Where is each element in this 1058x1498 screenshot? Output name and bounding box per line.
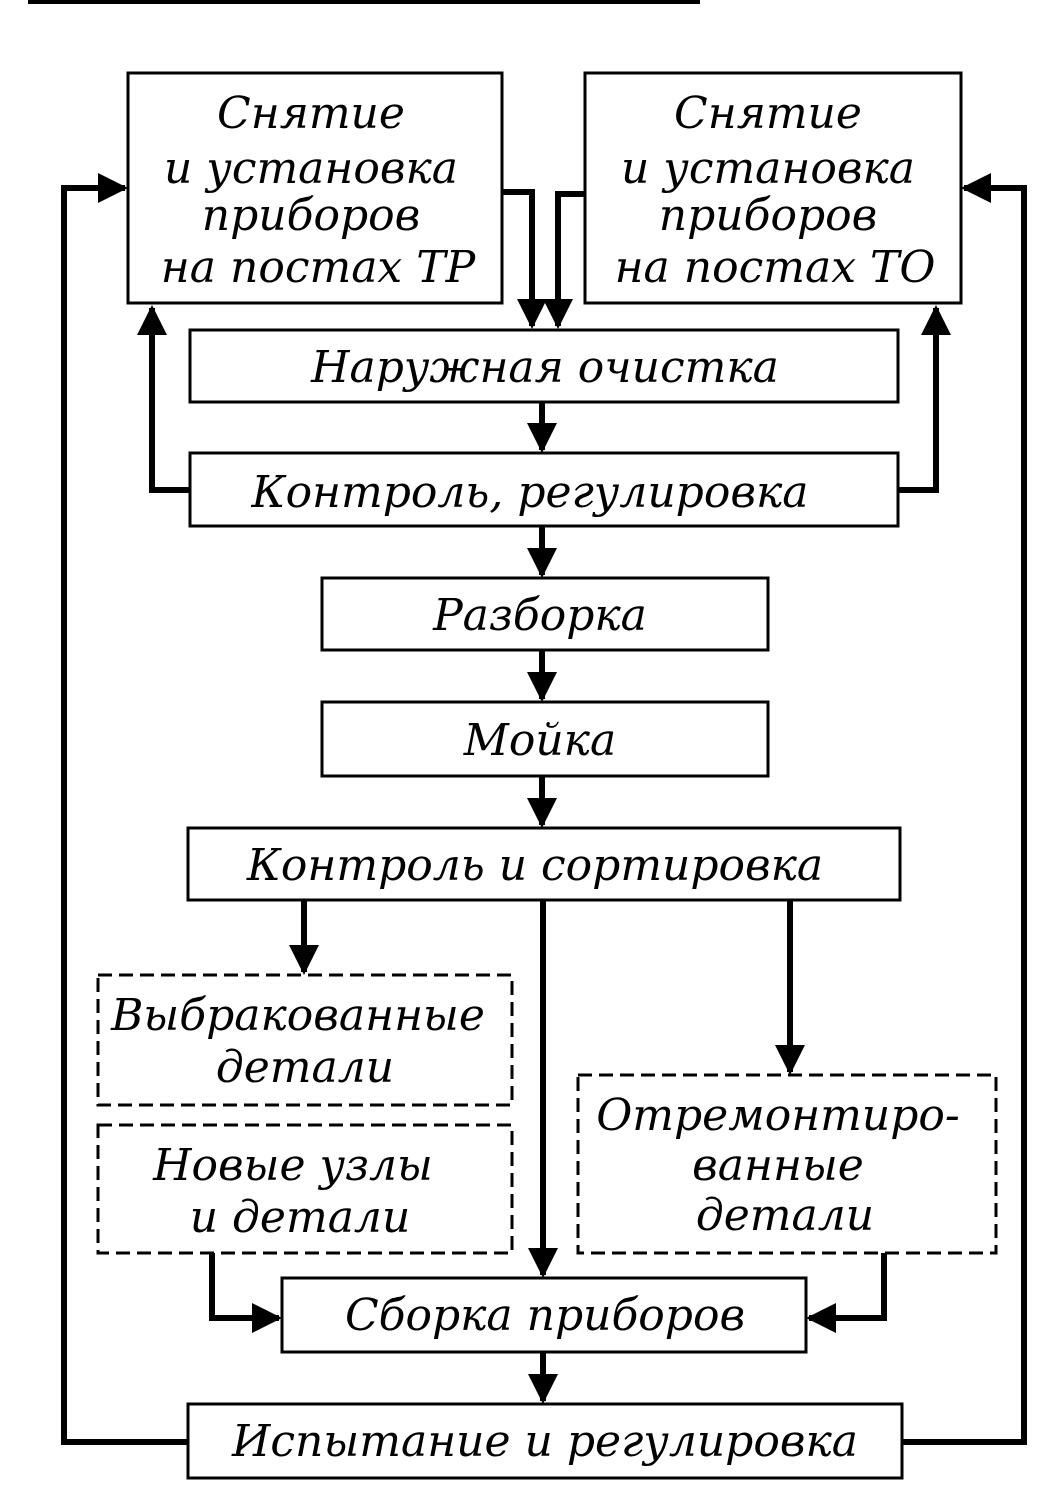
edge-testing-to-remove-tr: [61, 173, 188, 1445]
node-testing: Испытание и регулировка: [186, 1402, 904, 1480]
node-washing: Мойка: [320, 700, 770, 778]
edge-control-adjust-to-remove-tr: [137, 305, 190, 493]
node-assembly: Сборка приборов: [280, 1276, 808, 1354]
svg-text:Контроль и сортировка: Контроль и сортировка: [246, 840, 823, 891]
svg-text:Мойка: Мойка: [463, 715, 616, 766]
svg-text:Выбракованные детали: Выбракованные детали: [110, 990, 499, 1093]
svg-text:Отремонтиро- ванные: Отремонтиро- ванные детали: [596, 1090, 974, 1241]
svg-text:Наружная очистка: Наружная очистка: [310, 342, 779, 393]
svg-text:Контроль, регулировка: Контроль, регулировка: [251, 467, 809, 518]
node-disassembly: Разборка: [320, 576, 770, 652]
svg-text:Испытание и регулировка: Испытание и регулировка: [231, 1416, 858, 1467]
node-repaired: Отремонтиро- ванные детали: [576, 1073, 998, 1255]
edge-testing-to-remove-to: [902, 173, 1027, 1445]
node-control-adjust: Контроль, регулировка: [188, 451, 900, 528]
edge-new-parts-to-assembly: [209, 1253, 282, 1333]
svg-text:Сборка приборов: Сборка приборов: [345, 1290, 745, 1341]
node-remove-tr: Снятие и установка приборов на постах ТР: [126, 71, 504, 305]
svg-text:Разборка: Разборка: [432, 590, 647, 641]
node-label: Снятие и установка приборов на постах ТР: [161, 88, 477, 293]
svg-text:Снятие и установка: Снятие и установка приборов на постах ТО: [615, 88, 936, 293]
node-rejected: Выбракованные детали: [96, 973, 514, 1107]
edge-remove-tr-to-outer-clean: [502, 189, 547, 329]
svg-text:Новые узлы и детали: Новые узлы и детали: [152, 1140, 447, 1243]
edge-remove-to-to-outer-clean: [543, 191, 585, 329]
node-remove-to: Снятие и установка приборов на постах ТО: [583, 71, 963, 305]
node-new-parts: Новые узлы и детали: [96, 1123, 514, 1255]
node-outer-clean: Наружная очистка: [188, 328, 900, 404]
edge-repaired-to-assembly: [806, 1253, 887, 1333]
node-control-sort: Контроль и сортировка: [186, 826, 902, 902]
edge-control-adjust-to-remove-to: [898, 305, 951, 493]
